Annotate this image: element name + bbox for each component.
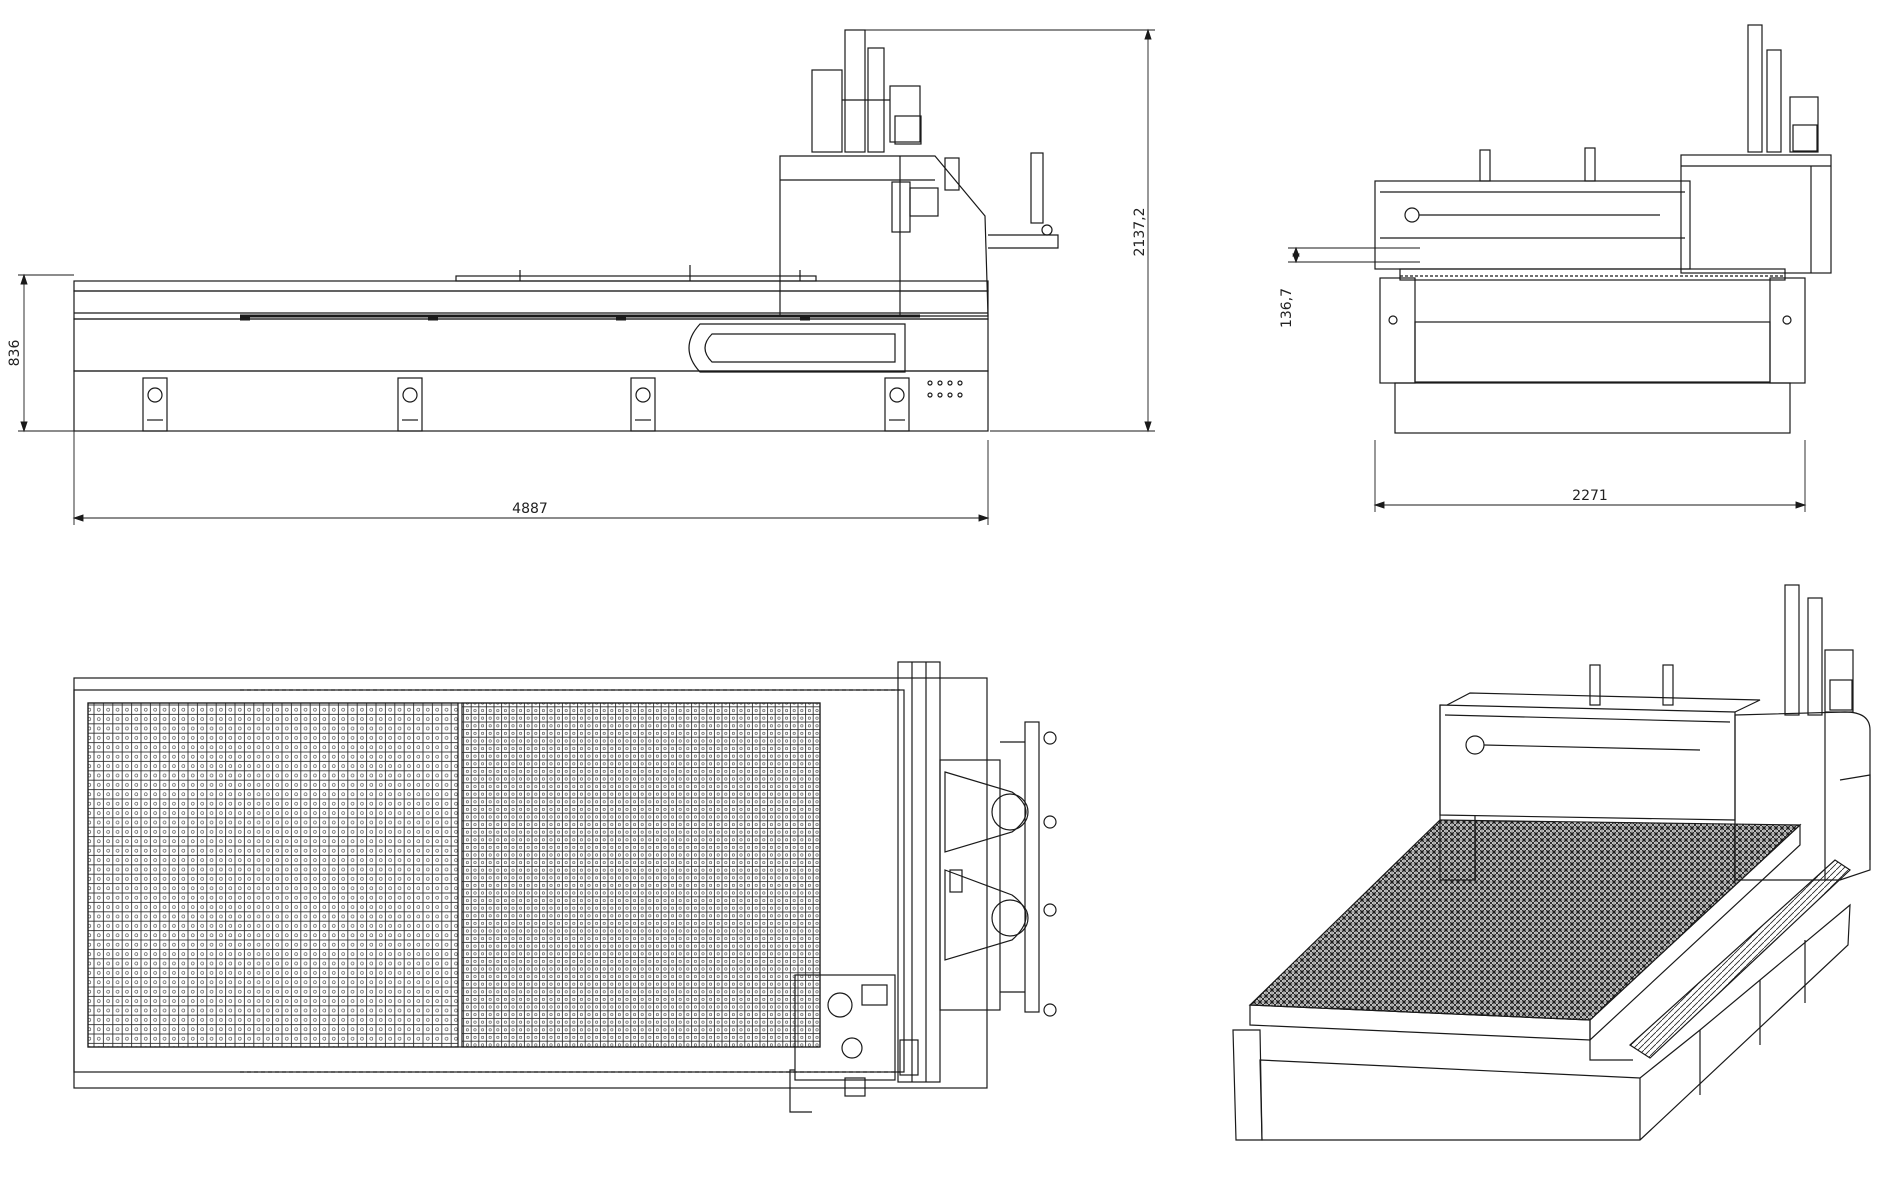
side-base-frame xyxy=(73,370,989,432)
side-spoilboard-arm xyxy=(1030,152,1044,224)
end-gantry-beam xyxy=(1374,180,1691,270)
end-table-top xyxy=(1399,268,1786,281)
plan-vacuum-zone-left xyxy=(87,702,459,1048)
dim-overall-height: 2137,2 xyxy=(1132,208,1148,257)
isometric-view xyxy=(1232,584,1871,1141)
side-table-top xyxy=(73,280,989,292)
side-elevation-view xyxy=(18,28,1155,525)
side-leveling-feet xyxy=(142,377,910,432)
plan-vacuum-zone-right xyxy=(461,702,821,1048)
dim-table-height: 836 xyxy=(7,340,23,367)
dim-end-offset: 136,7 xyxy=(1279,288,1295,328)
side-gantry-housing xyxy=(779,155,989,317)
side-spindle-motor xyxy=(811,69,843,153)
iso-rack-rail xyxy=(1629,859,1851,1059)
iso-gantry-beam xyxy=(1439,704,1736,821)
iso-base-left xyxy=(1232,1029,1263,1141)
plan-gantry-side xyxy=(939,759,1001,1011)
iso-base-frame xyxy=(1259,903,1851,1141)
side-cable-chain xyxy=(688,323,906,373)
side-dimension-lines xyxy=(18,28,1155,525)
end-base xyxy=(1394,382,1791,434)
plan-spoilboard-arm xyxy=(1024,721,1040,1013)
side-lower-beam xyxy=(73,318,989,372)
side-control-panel-dots xyxy=(927,380,963,398)
end-dimension-lines xyxy=(1288,246,1807,512)
end-carriage xyxy=(1680,154,1832,274)
dim-overall-length: 4887 xyxy=(512,501,548,517)
end-elevation-view xyxy=(1288,24,1832,512)
end-frame xyxy=(1414,321,1771,383)
plan-view xyxy=(73,661,1057,1113)
dim-overall-width: 2271 xyxy=(1572,488,1608,504)
